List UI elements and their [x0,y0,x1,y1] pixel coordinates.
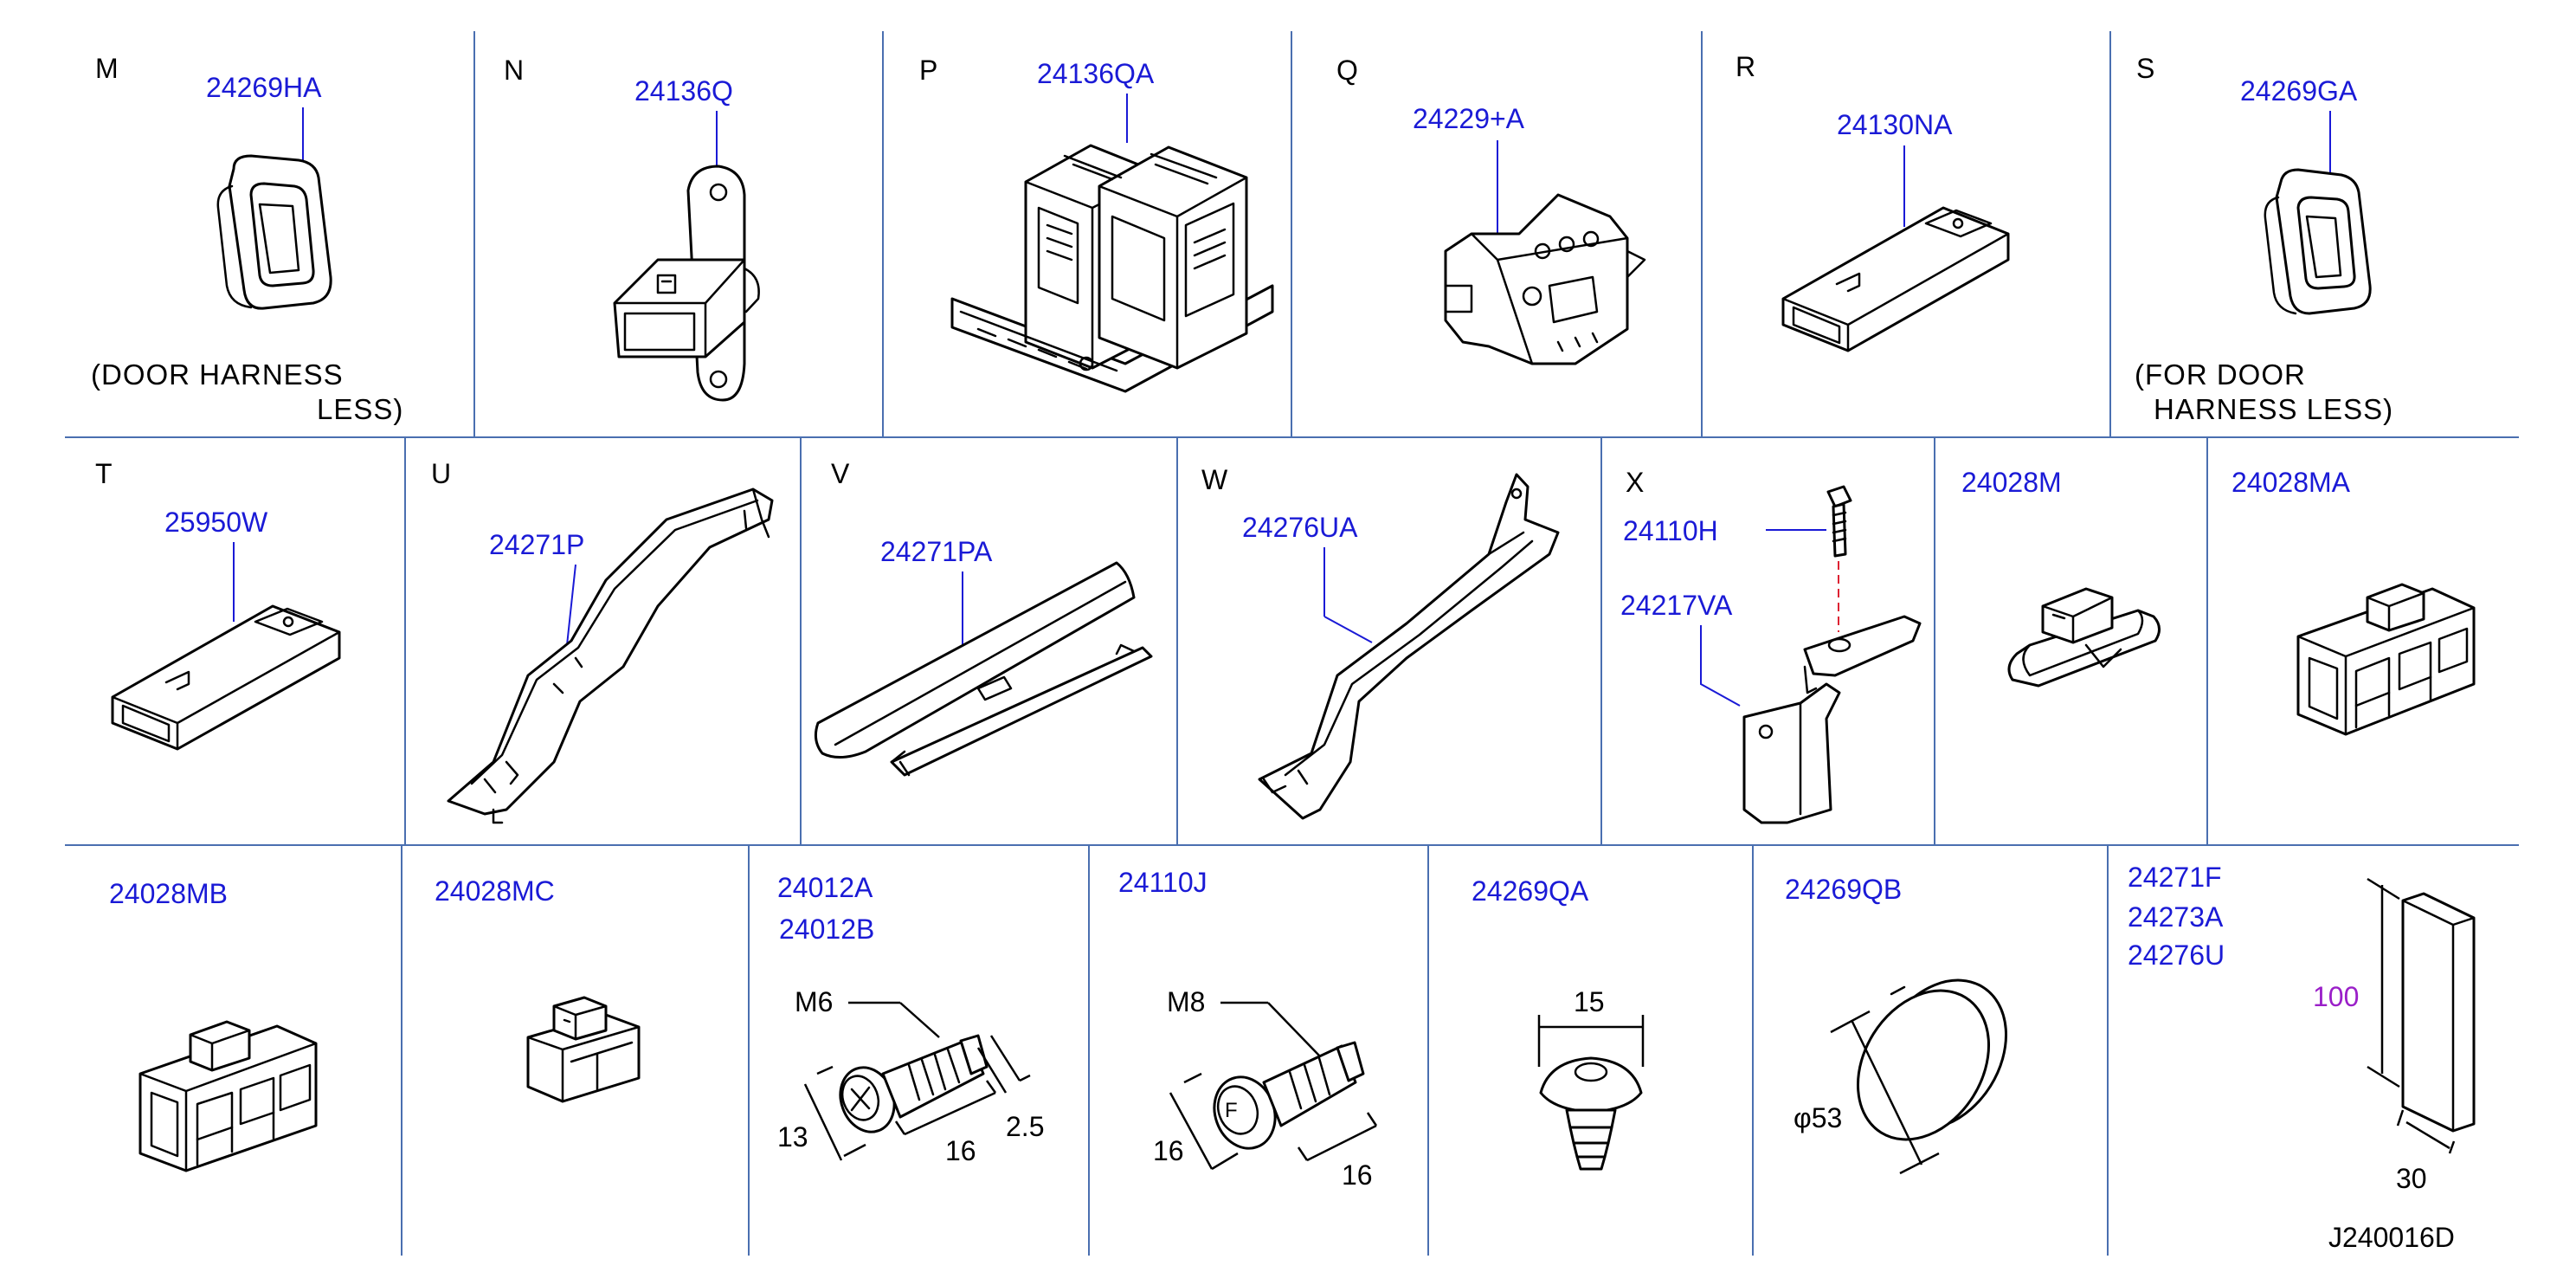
part-number[interactable]: 24217VA [1620,590,1733,621]
cell-p: P 24136QA [919,55,1274,393]
drawing-code: J240016D [2328,1222,2455,1253]
bracket-clip-drawing [613,165,760,402]
cell-w: W 24276UA [1201,464,1560,820]
connector-drawing [2007,587,2161,688]
part-number[interactable]: 24271F [2128,862,2222,893]
part-number[interactable]: 24028M [1961,467,2062,498]
part-number[interactable]: 24229+A [1413,103,1525,134]
tape-drawing [2401,892,2476,1133]
cell-24110j: 24110J M8 F 16 16 [1118,867,1378,1191]
cell-letter: W [1201,464,1228,495]
cell-q: Q 24229+A [1336,55,1646,365]
cell-24012a: 24012A 24012B M6 13 16 2.5 [777,872,1044,1166]
protector-u-drawing [447,488,774,824]
dimension-lines [803,1035,1031,1161]
channel-drawing [814,561,1153,777]
cell-letter: S [2136,53,2154,84]
cell-24028mc: 24028MC [435,875,641,1103]
part-number[interactable]: 24269QA [1472,875,1589,907]
cell-24269qb: 24269QB φ53 [1785,874,2008,1175]
cell-x: X 24110H 24217VA [1620,467,1922,824]
bolt-bracket-drawing [1742,485,1922,824]
part-number[interactable]: 24012A [777,872,873,903]
note-line-2: HARNESS LESS) [2154,393,2393,425]
cell-u: U 24271P [431,458,774,824]
dimension-phi53: φ53 [1794,1102,1842,1133]
part-number[interactable]: 24028MC [435,875,555,907]
part-number[interactable]: 24136QA [1037,58,1155,89]
harness-holder-drawing [950,144,1274,393]
thread-label: M8 [1167,986,1205,1017]
cell-24028mb: 24028MB [109,878,318,1172]
cell-letter: N [504,55,524,86]
part-number[interactable]: 24110H [1623,515,1718,546]
round-grommet-drawing [1856,978,2008,1141]
cell-24028m: 24028M [1961,467,2161,688]
part-number[interactable]: 24136Q [634,75,733,107]
cell-n: N 24136Q [504,55,760,402]
dimension-2-5: 2.5 [1006,1111,1044,1142]
cell-letter: V [831,458,850,489]
cell-letter: T [95,458,113,489]
cell-v: V 24271PA [814,458,1153,777]
note-line-1: (DOOR HARNESS [91,358,344,391]
part-number[interactable]: 24273A [2128,901,2224,933]
bolt-m8-drawing: F [1213,1041,1365,1150]
grid-lines [65,31,2519,1256]
cell-24028ma: 24028MA [2231,467,2476,736]
cell-letter: X [1626,467,1644,498]
part-number[interactable]: 24276U [2128,940,2225,971]
dimension-13: 13 [777,1121,808,1153]
part-number[interactable]: 24028MB [109,878,228,909]
cell-letter: U [431,458,451,489]
dimension-16: 16 [1153,1135,1184,1166]
cell-letter: P [919,55,937,86]
part-number[interactable]: 24028MA [2231,467,2351,498]
bolt-mark-f: F [1225,1099,1238,1122]
dimension-15: 15 [1574,986,1605,1017]
cell-24271f: 24271F 24273A 24276U 100 30 [2128,862,2476,1194]
part-number[interactable]: 24271PA [880,536,993,567]
part-number[interactable]: 24012B [779,914,874,945]
note-line-2: LESS) [317,393,403,425]
part-number[interactable]: 24110J [1118,867,1208,898]
clip-q-drawing [1444,193,1646,365]
cell-24269qa: 24269QA 15 [1472,875,1645,1171]
grommet-drawing [2264,168,2372,315]
cell-letter: M [95,53,119,84]
dimension-30: 30 [2396,1163,2427,1194]
connector-block-drawing [1781,206,2010,352]
cell-letter: R [1736,51,1755,82]
part-number[interactable]: 24269GA [2240,75,2358,107]
part-number[interactable]: 24276UA [1242,512,1358,543]
part-number[interactable]: 24130NA [1837,109,1953,140]
part-number[interactable]: 25950W [164,507,268,538]
dimension-100: 100 [2313,981,2359,1012]
bracket-w-drawing [1258,473,1560,820]
cell-r: R 24130NA [1736,51,2010,352]
dimension-lines [1169,1072,1378,1171]
cell-s: S 24269GA (FOR DOOR HARNESS LESS) [2135,53,2393,425]
dimension-16: 16 [1342,1159,1373,1191]
dimension-16: 16 [945,1135,976,1166]
cell-t: T 25950W [95,458,341,751]
dimension-lines [1830,1010,1940,1175]
note-line-1: (FOR DOOR [2135,358,2306,391]
thread-label: M6 [795,986,833,1017]
part-number[interactable]: 24269QB [1785,874,1902,905]
part-number[interactable]: 24271P [489,529,584,560]
connector-drawing [138,1020,318,1172]
connector-drawing [526,996,641,1103]
connector-drawing [2296,583,2476,736]
dimension-lines [1537,1015,1645,1067]
grommet-drawing [216,154,332,310]
cell-m: M 24269HA (DOOR HARNESS LESS) [91,53,403,425]
bolt-m6-drawing [839,1034,989,1133]
dimension-lines [2367,877,2456,1154]
push-clip-drawing [1539,1056,1643,1171]
cell-letter: Q [1336,55,1358,86]
part-number[interactable]: 24269HA [206,72,322,103]
connector-block-drawing [111,604,341,751]
